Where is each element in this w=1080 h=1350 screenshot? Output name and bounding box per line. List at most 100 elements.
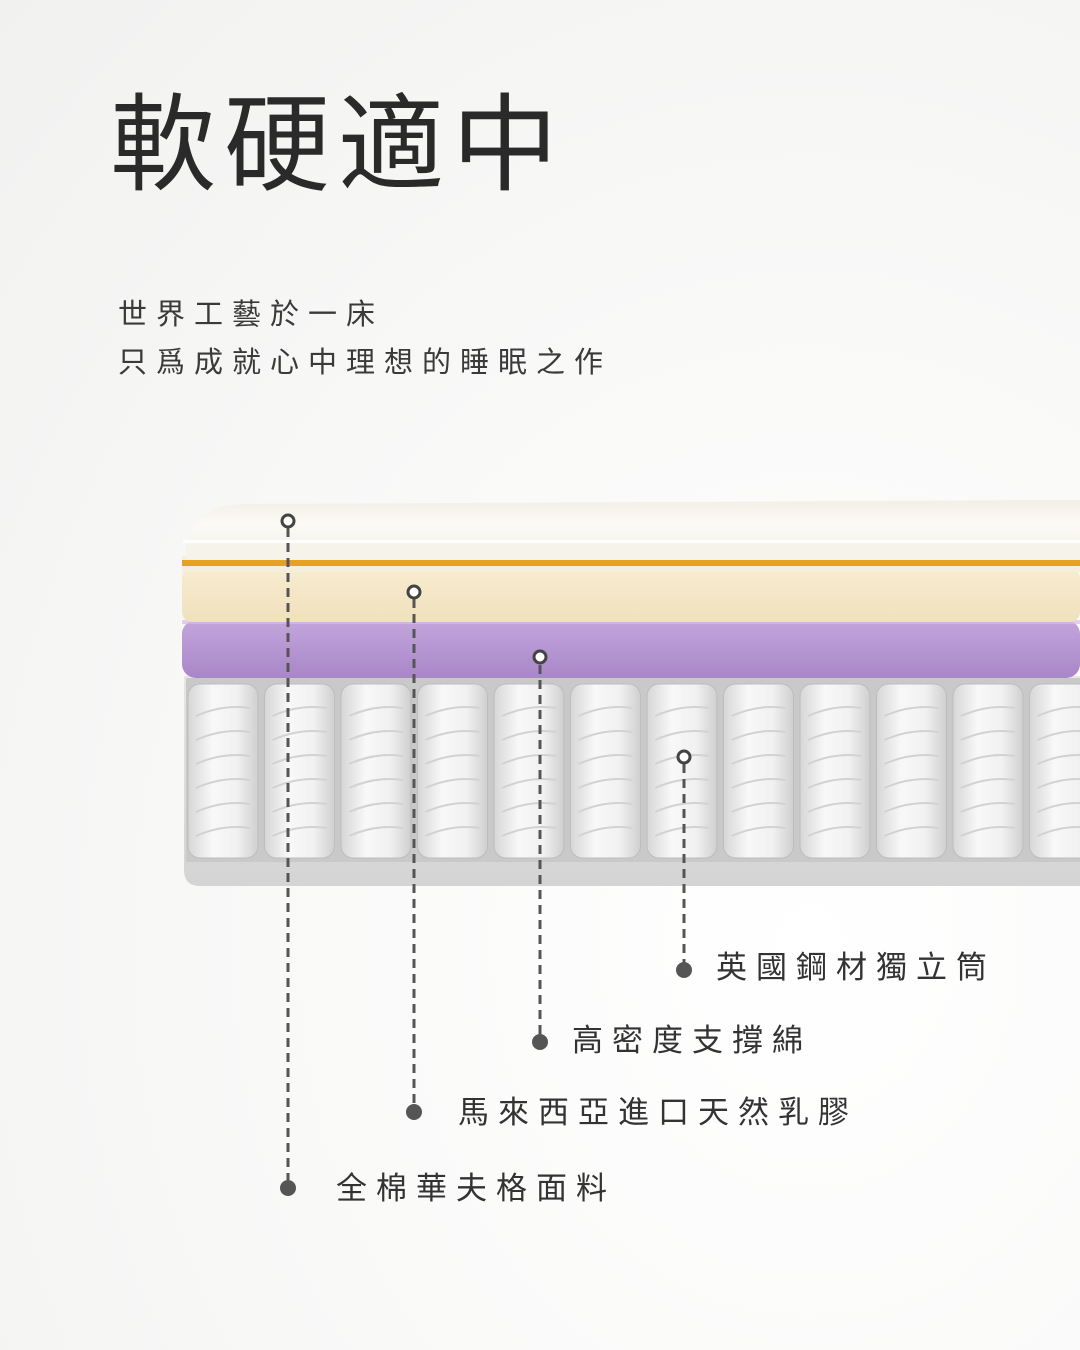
spring-coil-wire: [960, 802, 1016, 813]
leader-start-markers: [280, 513, 692, 765]
pocket-spring-layer: [184, 676, 1080, 886]
spring-coil: [187, 683, 259, 859]
spring-coil-wire: [425, 706, 480, 717]
leader-end-dots: [280, 962, 692, 1196]
spring-coil-wire: [731, 706, 786, 717]
spring-coil-wire: [425, 778, 480, 789]
spring-coil-wire: [272, 802, 327, 813]
page-title: 軟硬適中: [110, 84, 566, 207]
spring-coil-wire: [501, 730, 557, 741]
spring-coil-wire: [654, 826, 710, 837]
spring-coil-wire: [884, 730, 939, 741]
spring-coil-wire: [425, 802, 480, 813]
spring-coil-wire: [1037, 706, 1080, 717]
spring-coil-wire: [960, 754, 1016, 765]
spring-coil-wire: [578, 754, 633, 765]
natural-latex-layer: [182, 568, 1080, 622]
spring-coil-wire: [578, 802, 633, 813]
spring-coil-wire: [348, 826, 404, 837]
spring-coil-wire: [960, 706, 1016, 717]
subtitle: 世界工藝於一床 只爲成就心中理想的睡眠之作: [118, 290, 612, 386]
spring-coil-wire: [425, 754, 480, 765]
spring-coil: [417, 683, 488, 859]
spring-coil: [723, 683, 794, 859]
spring-coil-wire: [501, 706, 557, 717]
spring-coil-wire: [654, 802, 710, 813]
accent-stripe: [182, 560, 1080, 566]
spring-coil-wire: [884, 754, 939, 765]
spring-coil-wire: [1037, 826, 1080, 837]
spring-coil-wire: [272, 826, 327, 837]
spring-coil-wire: [195, 802, 251, 813]
high-density-foam-layer: [182, 620, 1080, 678]
layer-label-high-density-foam: 高密度支撐綿: [572, 1023, 812, 1059]
layer-label-natural-latex: 馬來西亞進口天然乳膠: [458, 1095, 858, 1131]
spring-coil-wire: [731, 826, 786, 837]
layer-label-pocket-spring: 英國鋼材獨立筒: [716, 950, 996, 986]
spring-coil-wire: [501, 778, 557, 789]
spring-coil-wire: [501, 826, 557, 837]
spring-coil-wire: [272, 754, 327, 765]
spring-coil-wire: [1037, 730, 1080, 741]
leader-lines: [286, 528, 686, 1180]
spring-coil-wire: [348, 730, 404, 741]
spring-coil-wire: [425, 730, 480, 741]
spring-coil-wire: [195, 706, 251, 717]
spring-coil-wire: [272, 778, 327, 789]
spring-coil: [952, 683, 1024, 859]
spring-coil: [264, 683, 335, 859]
spring-coil-wire: [578, 778, 633, 789]
spring-coil-wire: [501, 802, 557, 813]
spring-coil: [493, 683, 565, 859]
spring-coil-wire: [1037, 754, 1080, 765]
spring-coil-wire: [348, 778, 404, 789]
spring-coil-wire: [884, 826, 939, 837]
spring-coil-wire: [1037, 778, 1080, 789]
spring-coil-wire: [195, 754, 251, 765]
spring-coil-wire: [1037, 802, 1080, 813]
spring-coil-wire: [960, 826, 1016, 837]
spring-coil-wire: [501, 754, 557, 765]
spring-coils: [187, 683, 1080, 859]
spring-coil-wire: [578, 730, 633, 741]
spring-coil-wire: [807, 730, 863, 741]
spring-coil-wire: [731, 778, 786, 789]
subtitle-line-1: 世界工藝於一床: [118, 297, 385, 331]
spring-coil-wire: [884, 802, 939, 813]
subtitle-line-2: 只爲成就心中理想的睡眠之作: [118, 345, 613, 379]
spring-coil-wire: [807, 826, 863, 837]
spring-coil-wire: [425, 826, 480, 837]
spring-coil-wire: [807, 778, 863, 789]
spring-coil-wire: [348, 754, 404, 765]
spring-coil: [570, 683, 641, 859]
spring-coil-wire: [348, 802, 404, 813]
spring-coil-wire: [960, 778, 1016, 789]
spring-coil: [1029, 683, 1080, 859]
spring-coil-wire: [578, 706, 633, 717]
layer-label-cotton-waffle-fabric: 全棉華夫格面料: [336, 1171, 616, 1207]
spring-coil-wire: [654, 706, 710, 717]
spring-coil: [876, 683, 947, 859]
spring-coil-wire: [348, 706, 404, 717]
spring-coil: [646, 683, 718, 859]
spring-coil-wire: [807, 802, 863, 813]
spring-coil-wire: [654, 730, 710, 741]
spring-coil-wire: [884, 706, 939, 717]
spring-coil-wire: [195, 826, 251, 837]
spring-coil: [799, 683, 871, 859]
spring-coil-wire: [578, 826, 633, 837]
spring-coil-wire: [807, 706, 863, 717]
spring-coil-wire: [884, 778, 939, 789]
spring-coil-wire: [960, 730, 1016, 741]
spring-coil: [340, 683, 412, 859]
spring-coil-wire: [272, 730, 327, 741]
spring-coil-wire: [272, 706, 327, 717]
spring-coil-wire: [731, 754, 786, 765]
spring-coil-wire: [195, 730, 251, 741]
spring-coil-wire: [731, 730, 786, 741]
spring-coil-wire: [807, 754, 863, 765]
spring-coil-wire: [654, 778, 710, 789]
spring-coil-wire: [195, 778, 251, 789]
spring-coil-wire: [731, 802, 786, 813]
